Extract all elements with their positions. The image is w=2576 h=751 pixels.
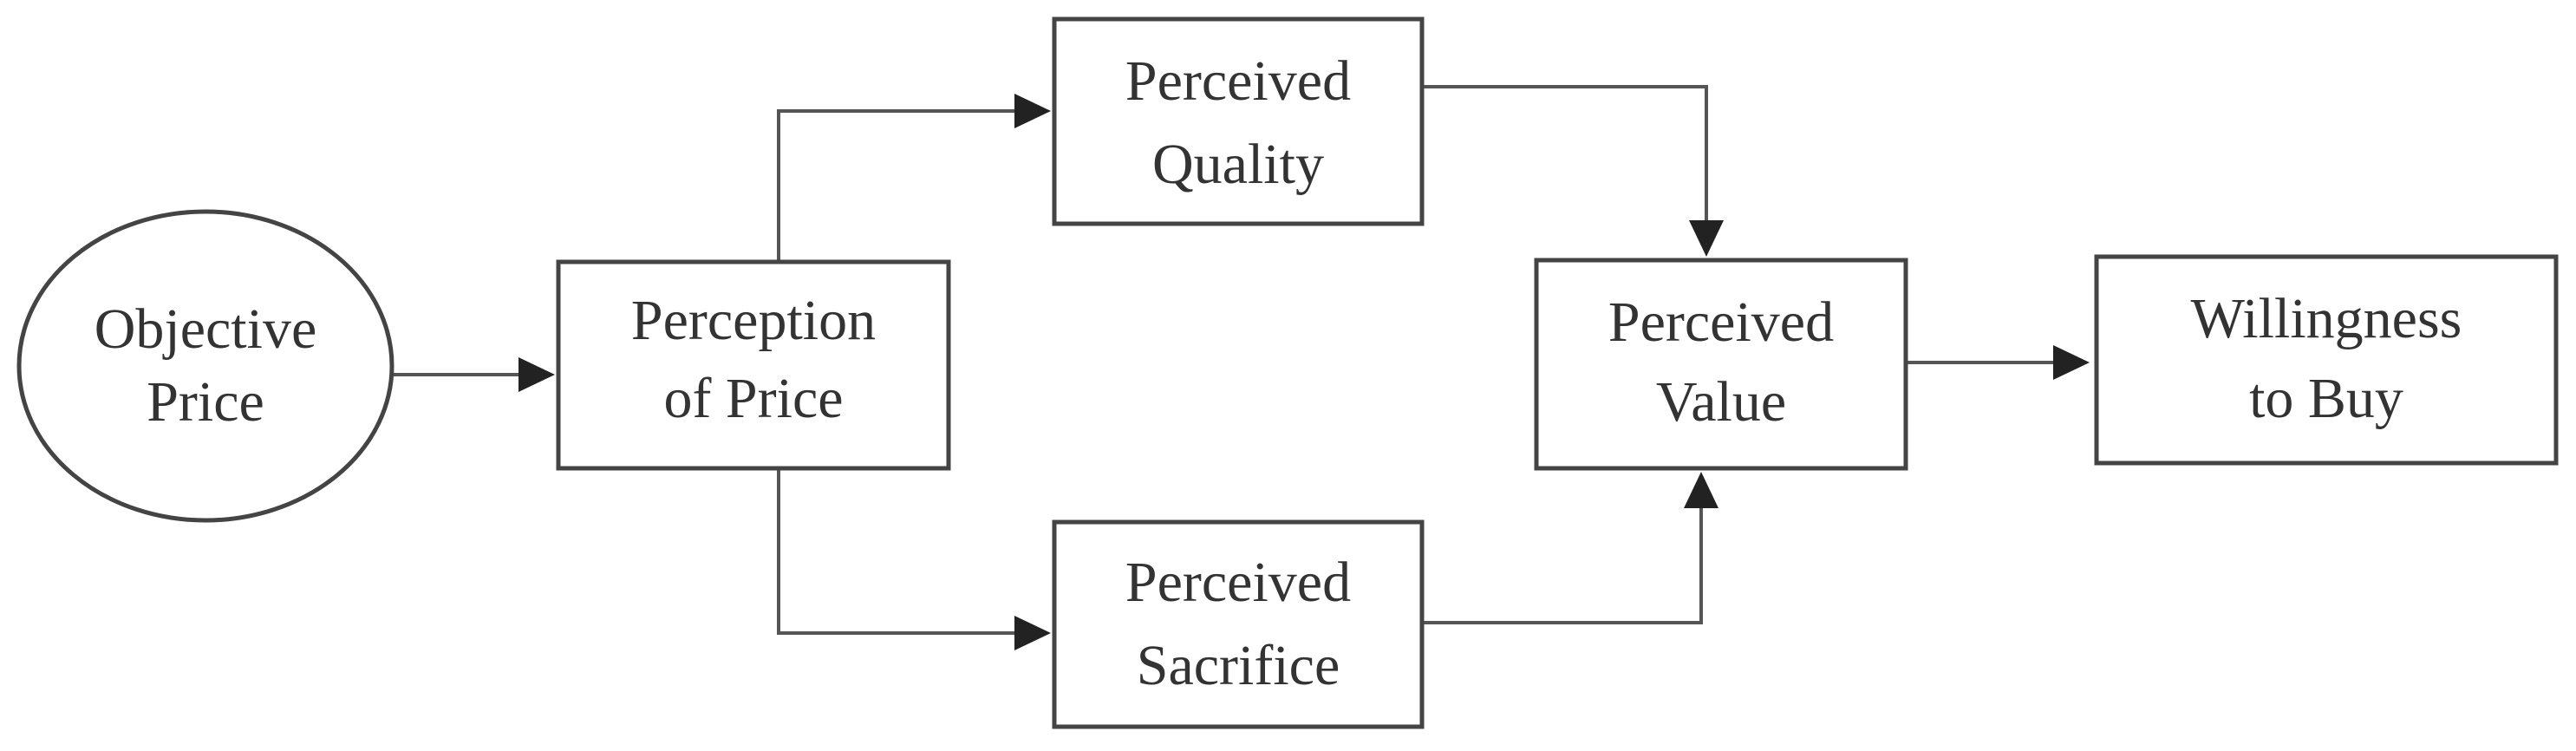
node-willingness-to-buy: Willingness to Buy <box>2094 254 2559 466</box>
node-objective-price: Objective Price <box>16 209 395 523</box>
arrowhead-into-willingness <box>2053 345 2090 380</box>
edge-perception-to-quality <box>777 109 1016 262</box>
arrowhead-into-sacrifice <box>1014 616 1051 650</box>
arrowhead-into-quality <box>1014 94 1051 128</box>
node-perceived-value: Perceived Value <box>1534 258 1908 471</box>
arrowhead-into-perception <box>518 357 555 392</box>
arrowhead-value-from-quality <box>1689 220 1724 257</box>
edge-sacrifice-to-value <box>1422 506 1703 624</box>
node-perceived-value-line1: Perceived <box>1608 291 1834 354</box>
node-perception-of-price-line2: of Price <box>663 367 843 430</box>
edge-perception-to-sacrifice <box>777 468 1016 635</box>
node-perceived-quality-line1: Perceived <box>1125 49 1351 113</box>
node-perceived-sacrifice-line1: Perceived <box>1125 551 1351 614</box>
arrowhead-value-from-sacrifice <box>1684 472 1718 508</box>
node-perceived-quality: Perceived Quality <box>1052 16 1425 226</box>
node-objective-price-line2: Price <box>147 370 264 434</box>
edge-quality-to-value <box>1422 85 1708 222</box>
connectors <box>392 85 2090 650</box>
node-objective-price-line1: Objective <box>95 297 317 361</box>
node-perceived-sacrifice: Perceived Sacrifice <box>1052 519 1425 729</box>
node-perceived-value-line2: Value <box>1656 370 1786 434</box>
node-willingness-to-buy-line2: to Buy <box>2249 367 2403 430</box>
node-perceived-sacrifice-line2: Sacrifice <box>1137 634 1340 697</box>
node-perception-of-price: Perception of Price <box>556 259 951 471</box>
node-willingness-to-buy-line1: Willingness <box>2191 287 2462 350</box>
node-perceived-quality-line2: Quality <box>1152 133 1324 196</box>
node-perception-of-price-line1: Perception <box>631 289 876 352</box>
